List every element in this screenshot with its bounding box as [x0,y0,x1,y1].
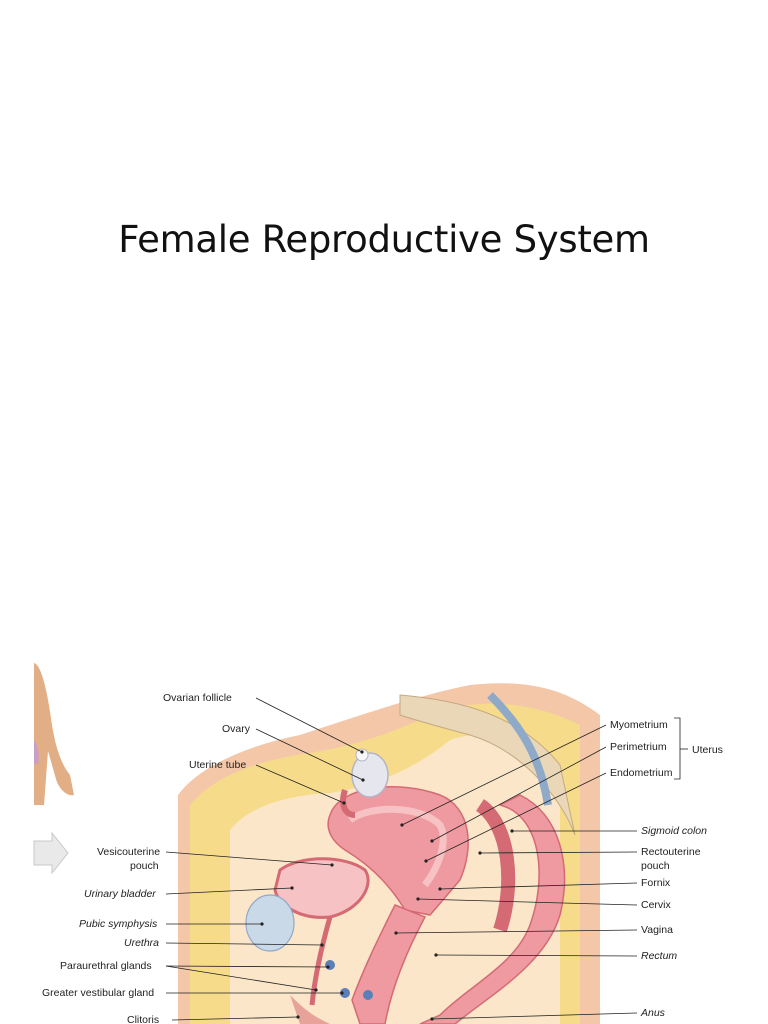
label-fornix: Fornix [641,877,671,889]
label-greater-vestibular-gland: Greater vestibular gland [42,987,154,999]
label-clitoris: Clitoris [127,1014,159,1024]
label-ovarian-follicle: Ovarian follicle [163,692,232,704]
label-uterine-tube: Uterine tube [189,759,246,771]
label-myometrium: Myometrium [610,719,668,731]
anatomy-diagram: Ovarian follicle Ovary Uterine tube Vesi… [0,655,768,1024]
label-urinary-bladder: Urinary bladder [84,888,156,900]
label-cervix: Cervix [641,899,672,911]
arrow-icon [34,833,68,873]
label-rectum: Rectum [641,950,677,962]
label-rectouterine-pouch: Rectouterine pouch [641,846,703,872]
label-anus: Anus [640,1007,666,1019]
body-figure-icon [34,663,74,805]
label-vesicouterine-pouch: Vesicouterine pouch [97,846,163,872]
label-pubic-symphysis: Pubic symphysis [79,918,158,930]
label-vagina: Vagina [641,924,673,936]
label-uterus-group: Uterus [692,744,723,756]
label-paraurethral-glands: Paraurethral glands [60,960,152,972]
label-endometrium: Endometrium [610,767,673,779]
label-perimetrium: Perimetrium [610,741,667,753]
label-urethra: Urethra [124,937,159,949]
slide-title: Female Reproductive System [0,218,768,261]
label-sigmoid-colon: Sigmoid colon [641,825,707,837]
label-ovary: Ovary [222,723,251,735]
